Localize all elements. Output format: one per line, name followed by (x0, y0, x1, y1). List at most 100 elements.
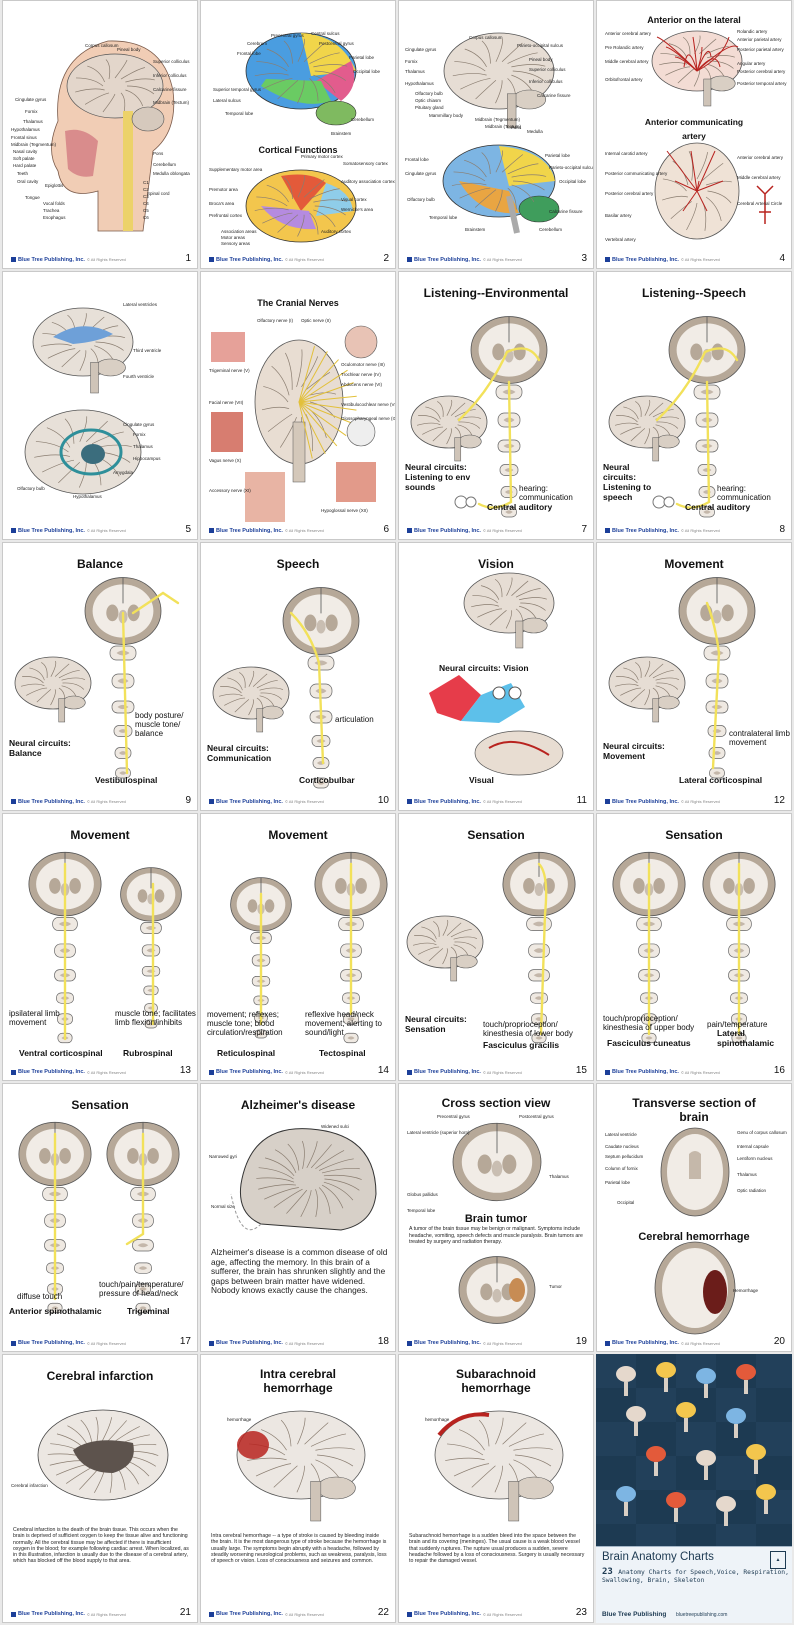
anatomy-label: Temporal lobe (429, 215, 458, 220)
chart-title: Anterior on the lateral (647, 15, 741, 25)
chart-title: Movement (664, 556, 724, 571)
anatomy-label: Internal capsule (737, 1144, 769, 1150)
copyright-text: © All Rights Reserved (86, 1069, 126, 1075)
cross-section-figure (452, 1123, 542, 1325)
publisher-credit: Blue Tree Publishing, Inc.© All Rights R… (209, 528, 324, 534)
anatomy-label: Posterior cerebral artery (737, 69, 786, 74)
copyright-text: © All Rights Reserved (86, 257, 126, 263)
anatomy-label: Glossopharyngeal nerve (IX) (341, 415, 396, 421)
pathway-caption3: Central auditory (487, 501, 553, 512)
pathway-caption3: Ventral corticospinal (19, 1047, 103, 1058)
tree-logo-icon (605, 1069, 610, 1075)
page-number: 9 (185, 794, 191, 806)
pathway-caption4: Rubrospinal (123, 1047, 173, 1058)
publisher-credit: Blue Tree Publishing, Inc.© All Rights R… (407, 257, 522, 263)
anatomy-label: Precentral gyrus (437, 1114, 470, 1120)
anatomy-label: Oral cavity (17, 179, 39, 184)
anatomy-label: Broca's area (209, 201, 235, 206)
anatomy-label: Abducens nerve (VI) (341, 381, 383, 387)
anatomy-label: Caudate nucleus (605, 1144, 639, 1150)
pathway-caption2: muscle tone; facilitates limb flexion/in… (115, 1008, 196, 1027)
publisher-name: Blue Tree Publishing, Inc. (216, 527, 283, 534)
cover-info-panel: Brain Anatomy Charts▲23 Anatomy Charts f… (596, 1546, 792, 1623)
anatomy-label: Superior temporal gyrus (213, 87, 262, 92)
anatomy-label: Sensory areas (221, 241, 251, 246)
hemorrhage-description: Intra cerebral hemorrhage -- a type of s… (211, 1533, 387, 1564)
pathway-caption3: Lateral corticospinal (679, 774, 763, 785)
anatomy-label: Cerebral infarction (11, 1483, 48, 1489)
page-number: 17 (179, 1336, 191, 1348)
copyright-text: © All Rights Reserved (482, 1611, 522, 1617)
pathway-caption1: Neural circuits: Balance (9, 737, 71, 758)
anatomy-label: Rolandic artery (737, 29, 768, 34)
copyright-text: © All Rights Reserved (680, 257, 720, 263)
pathway-caption1: Neural circuits: Listening to speech (603, 461, 652, 502)
page-number: 7 (581, 523, 587, 535)
anatomy-label: Genu of corpus callosum (737, 1130, 787, 1136)
infarction-brain-figure (37, 1409, 169, 1501)
pathway-caption1: Neural circuits: Listening to env sounds (405, 461, 471, 492)
anatomy-label: Occipital lobe (559, 179, 587, 184)
anatomy-label: Olfactory bulb (17, 485, 45, 491)
publisher-name: Blue Tree Publishing, Inc. (414, 1340, 481, 1347)
anatomy-label: Midbrain (Tegmentum) (11, 142, 57, 147)
publisher-credit: Blue Tree Publishing, Inc.© All Rights R… (407, 799, 522, 805)
pathway-caption4: Trigeminal (127, 1306, 170, 1317)
anatomy-label: Parieto-occipital sulcus (517, 43, 564, 48)
anatomy-label: Pons (153, 151, 164, 156)
tree-logo-icon (605, 257, 610, 263)
transverse-section-figure (654, 1127, 736, 1335)
tree-logo-icon (407, 1069, 412, 1075)
tree-logo-icon (209, 1069, 214, 1075)
publisher-credit: Blue Tree Publishing, Inc.© All Rights R… (407, 1611, 522, 1617)
sagittal-head-figure (51, 40, 175, 232)
anatomy-label: Accessory nerve (XI) (209, 487, 251, 493)
product-cover-card: Brain Anatomy Charts▲23 Anatomy Charts f… (596, 1354, 792, 1623)
anatomy-label: Medulla (527, 129, 543, 134)
publisher-credit: Blue Tree Publishing, Inc.© All Rights R… (209, 1069, 324, 1075)
copyright-text: © All Rights Reserved (680, 1069, 720, 1075)
anatomy-label: Thalamus (737, 1172, 757, 1178)
publisher-credit: Blue Tree Publishing, Inc.© All Rights R… (407, 1340, 522, 1346)
cover-pattern-tile (756, 1354, 792, 1389)
anatomy-label: Anterior cerebral artery (737, 155, 784, 160)
cover-publisher: Blue Tree Publishing (602, 1611, 667, 1618)
pathway-caption1: touch/proprioception/ kinesthesia of upp… (603, 1013, 695, 1032)
anatomy-label: Oculomotor nerve (III) (341, 361, 385, 367)
infarction-description: Cerebral infarction is the death of the … (13, 1527, 189, 1565)
copyright-text: © All Rights Reserved (86, 528, 126, 534)
description-text: Alzheimer's disease is a common disease … (211, 1247, 388, 1296)
publisher-credit: Blue Tree Publishing, Inc.© All Rights R… (407, 1069, 522, 1075)
neural-pathway-figure (608, 315, 746, 518)
subtitle-text: Anatomy Charts for Speech,Voice, Respira… (602, 1569, 789, 1584)
tree-logo-icon (11, 1069, 16, 1075)
anatomy-label: Hippocampus (133, 455, 161, 461)
copyright-text: © All Rights Reserved (482, 799, 522, 804)
pathway-caption3: Reticulospinal (217, 1047, 276, 1058)
pathway-caption3: Vestibulospinal (95, 774, 158, 785)
anatomy-label: Posterior cerebral artery (605, 191, 654, 196)
cranial-nerves-figure (211, 325, 378, 522)
anatomy-label: Wernicke's area (341, 207, 374, 212)
pathway-caption2: articulation (335, 714, 374, 724)
page-number: 18 (377, 1336, 389, 1348)
publisher-url: bluetreepublishing.com (676, 1612, 728, 1618)
anatomy-label: Primary motor cortex (301, 154, 343, 159)
anatomy-label: Association areas (221, 229, 257, 234)
anatomy-label: Nasal cavity (13, 149, 38, 154)
anatomy-label: Cingulate gyrus (15, 97, 47, 102)
anatomy-label: Cingulate gyrus (405, 171, 437, 176)
anatomy-label: Calcarine fissure (537, 93, 571, 98)
anatomy-label: Posterior parietal artery (737, 47, 784, 52)
anatomy-label: Thalamus (133, 443, 153, 449)
chart-title: Sensation (467, 827, 525, 842)
page-number: 22 (377, 1607, 389, 1618)
anatomy-label: Amygdala (113, 469, 134, 475)
anatomy-label: Epiglottis (45, 183, 64, 188)
anatomy-label: Posterior communicating artery (605, 171, 668, 176)
anatomy-label: Precentral gyrus (271, 33, 304, 38)
